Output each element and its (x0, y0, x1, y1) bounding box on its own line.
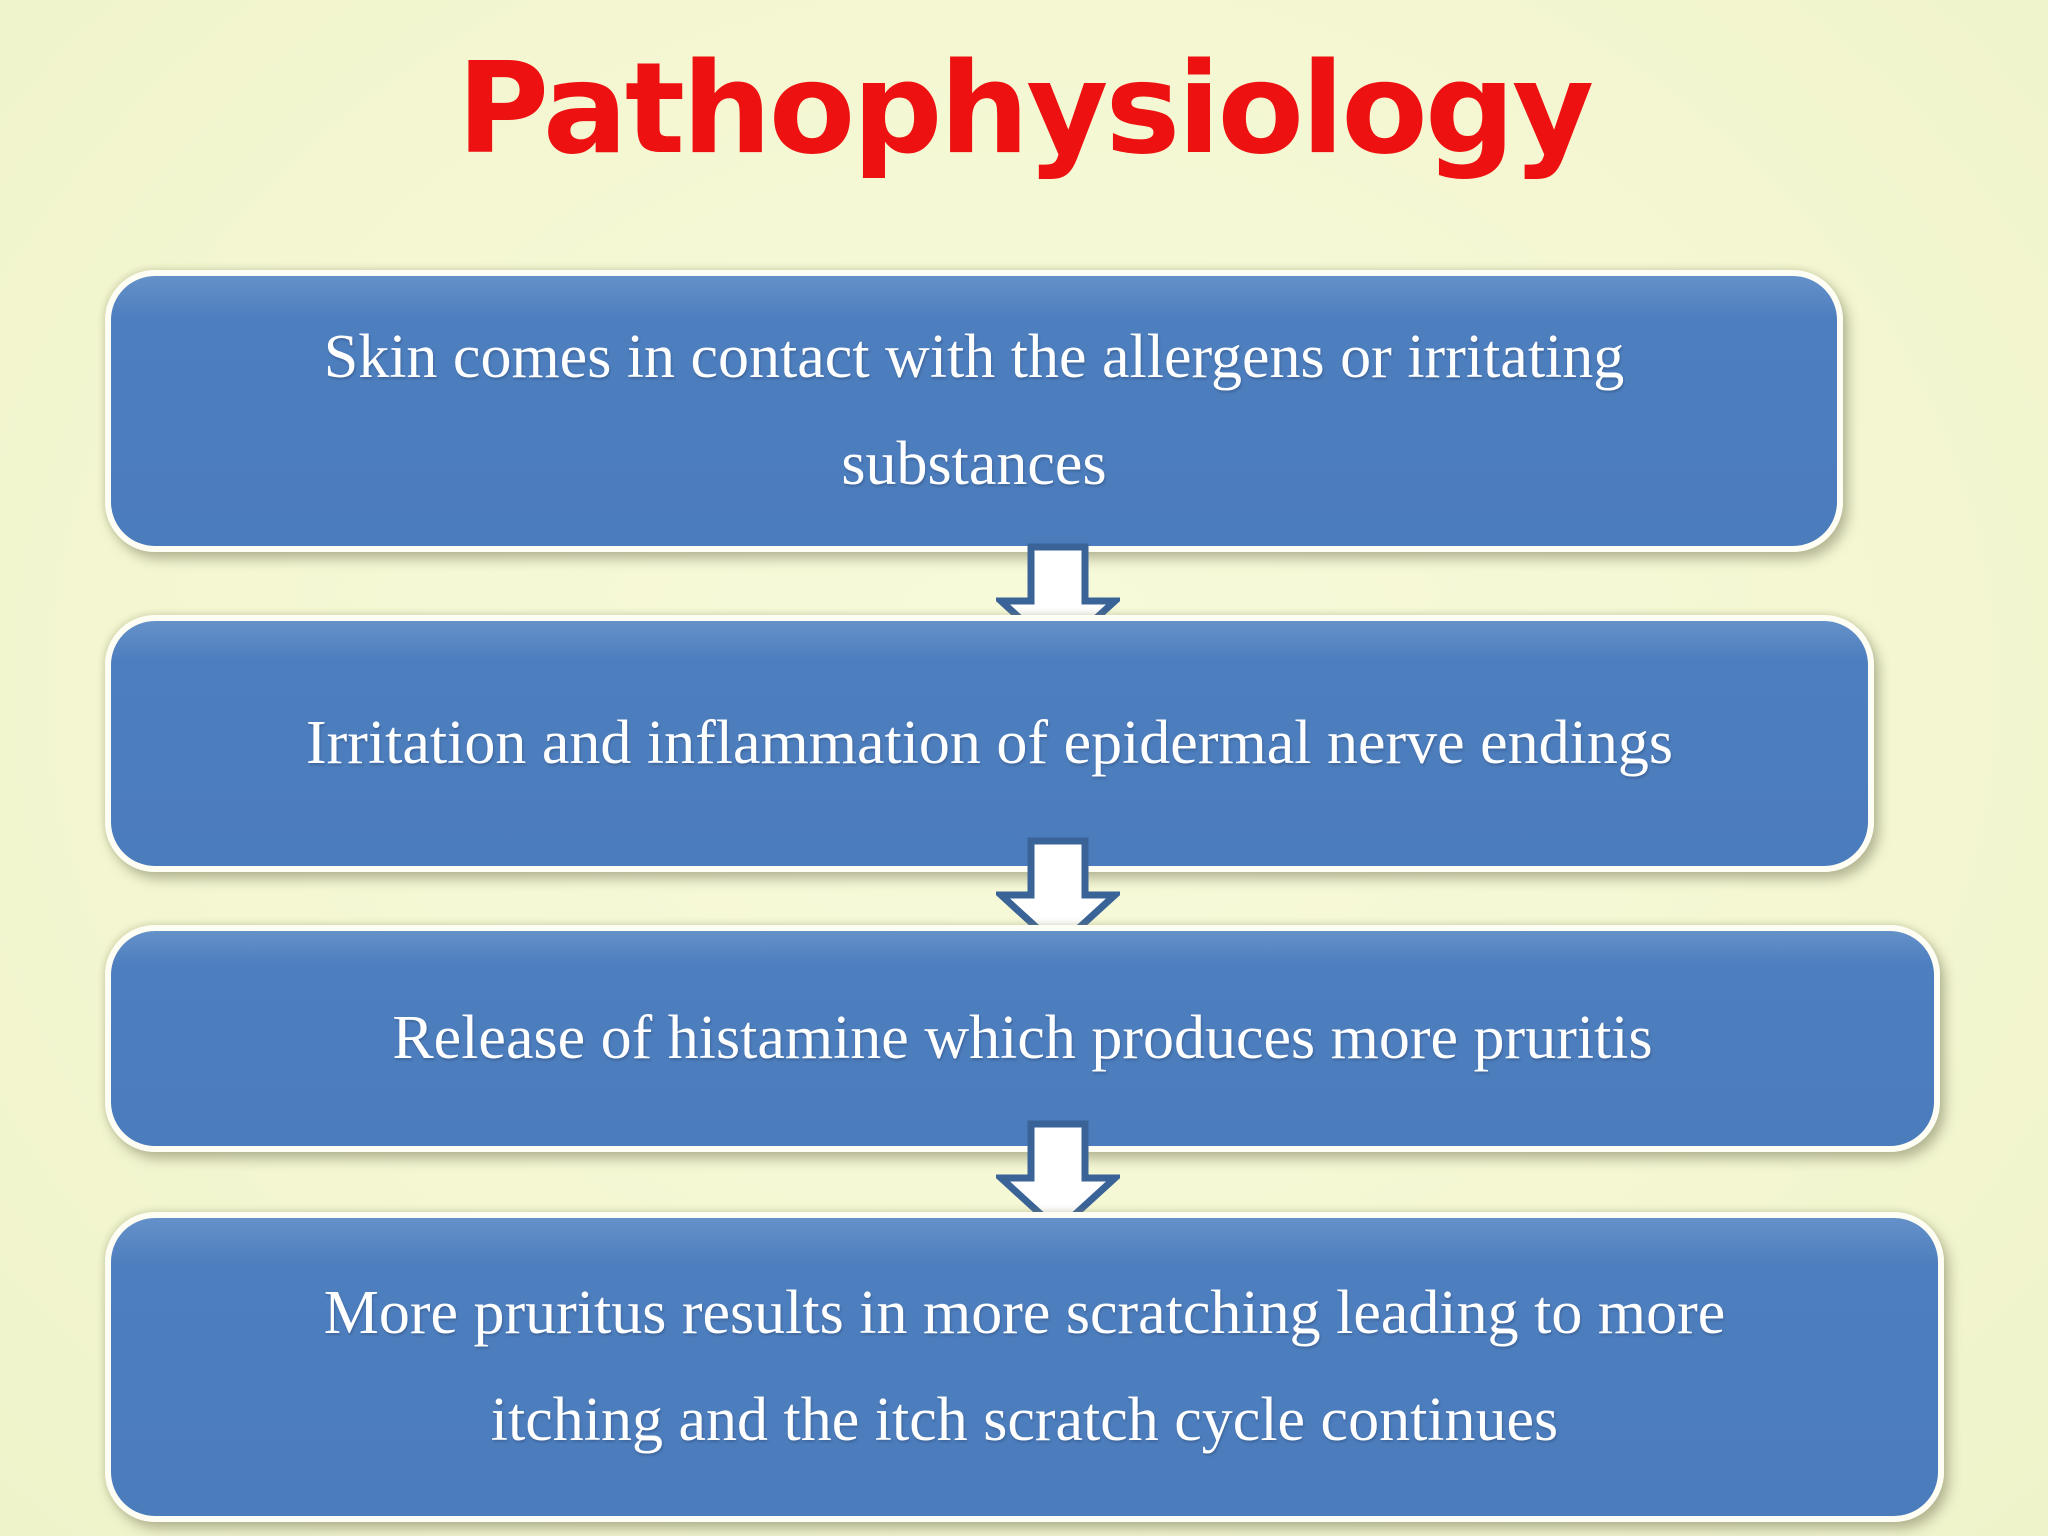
slide-title: Pathophysiology (456, 35, 1594, 182)
flow-step-box-3: Release of histamine which produces more… (105, 925, 1940, 1152)
step-1-text-line-1: Skin comes in contact with the allergens… (323, 323, 1625, 392)
step-4-text-line-1: More pruritus results in more scratching… (323, 1279, 1726, 1348)
down-arrow-icon (996, 837, 1120, 951)
step-4-text-line-2: itching and the itch scratch cycle conti… (490, 1386, 1559, 1454)
down-arrow-icon (996, 1120, 1120, 1234)
flow-step-box-2: Irritation and inflammation of epidermal… (105, 615, 1874, 872)
step-2-text-line-1: Irritation and inflammation of epidermal… (306, 709, 1673, 778)
flow-step-box-1: Skin comes in contact with the allergens… (105, 270, 1843, 552)
step-1-text-line-2: substances (841, 430, 1107, 498)
step-3-text-line-1: Release of histamine which produces more… (392, 1004, 1653, 1073)
flow-step-box-4: More pruritus results in more scratching… (105, 1212, 1944, 1522)
